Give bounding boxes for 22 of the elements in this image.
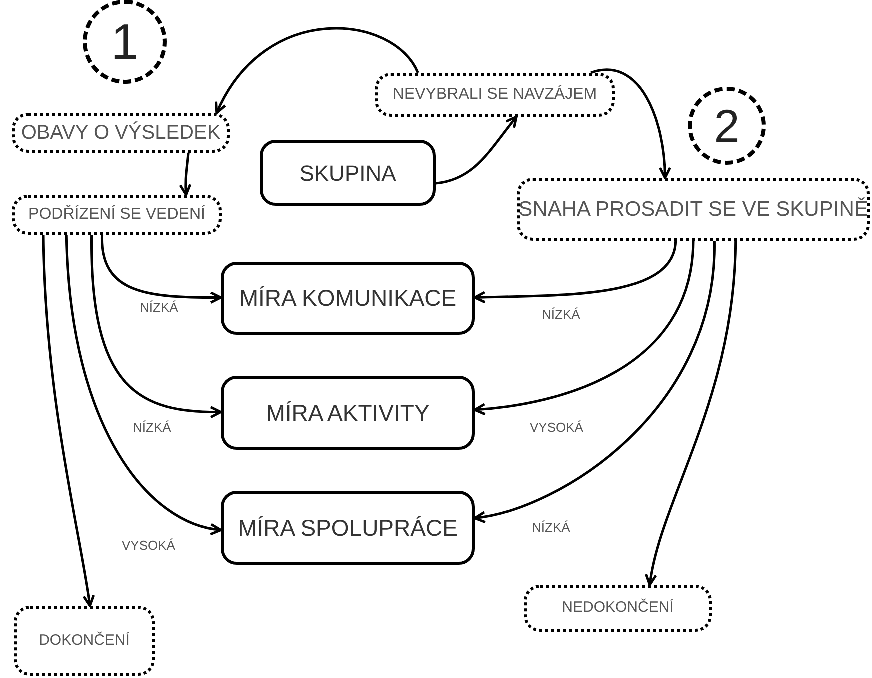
arrow: [474, 240, 678, 304]
process-box: PODŘÍZENÍ SE VEDENÍ: [12, 195, 222, 235]
arrow: [179, 152, 192, 196]
process-box: SNAHA PROSADIT SE VE SKUPINĚ: [517, 178, 870, 241]
process-box: DOKONČENÍ: [14, 606, 155, 676]
process-box: MÍRA SPOLUPRÁCE: [221, 491, 475, 565]
process-box: MÍRA AKTIVITY: [221, 376, 475, 450]
arrow: [646, 240, 738, 586]
arrow: [590, 68, 672, 180]
arrow: [474, 240, 695, 416]
arrow: [101, 234, 222, 304]
arrow: [474, 240, 716, 523]
process-box: MÍRA KOMUNIKACE: [221, 262, 475, 335]
process-box: SKUPINA: [260, 140, 436, 206]
arrow: [65, 234, 222, 535]
arrow: [42, 234, 95, 608]
arrow: [436, 116, 518, 185]
arrow: [90, 234, 222, 418]
process-box: OBAVY O VÝSLEDEK: [12, 113, 230, 153]
arrow: [216, 28, 420, 114]
process-box: NEDOKONČENÍ: [524, 585, 712, 632]
process-box: NEVYBRALI SE NAVZÁJEM: [375, 73, 615, 117]
